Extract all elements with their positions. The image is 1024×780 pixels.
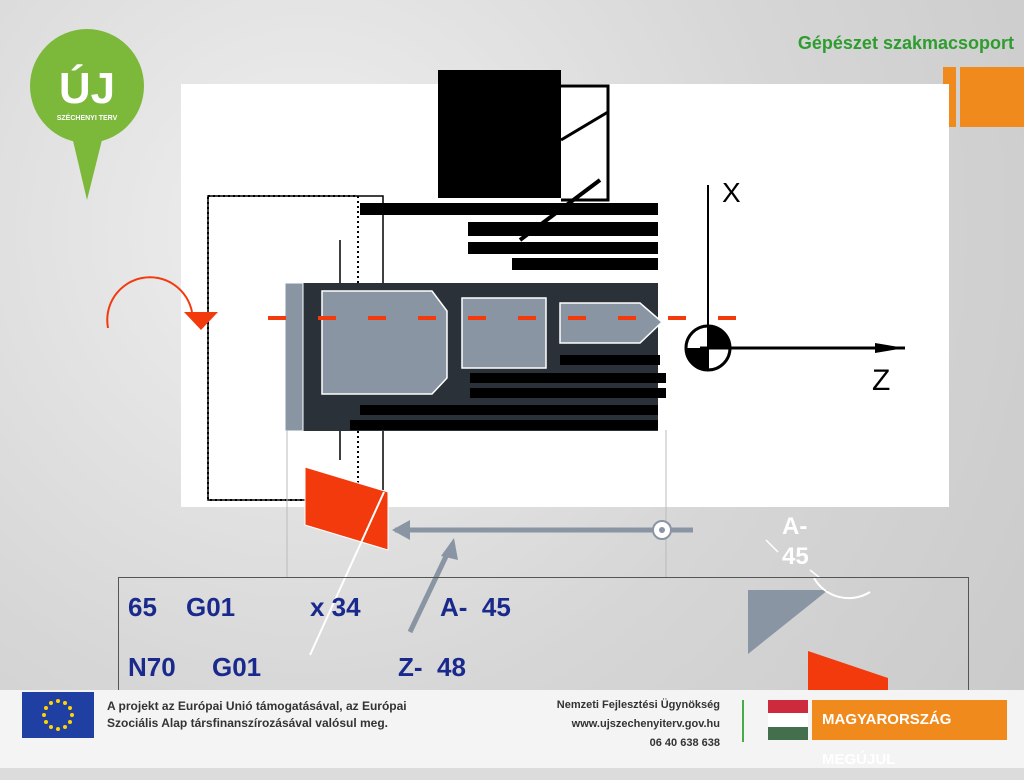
code-line1-n: 65: [128, 592, 157, 622]
code-line1-a: A- 45: [440, 592, 511, 622]
magyarorszag-megujul-banner: MAGYARORSZÁG MEGÚJUL: [812, 700, 1007, 768]
footer-eu-text: A projekt az Európai Unió támogatásával,…: [107, 699, 407, 730]
chamfer-triangle: [748, 590, 828, 654]
workpiece-step-3: [559, 302, 664, 344]
lathe-diagram: X Z: [106, 70, 905, 690]
code-line2-z: Z- 48: [398, 652, 466, 682]
hungary-flag-icon: [768, 700, 808, 740]
footer-phone: 06 40 638 638: [649, 737, 720, 749]
workpiece-step-1: [321, 290, 448, 395]
code-line1-x: x 34: [310, 592, 361, 622]
code-line1-g: G01: [186, 592, 236, 622]
decor-bar: [960, 67, 1024, 127]
tool-bar-4: [512, 258, 658, 270]
cutting-tool-2: [808, 651, 888, 690]
logo-text: ÚJ: [59, 63, 115, 113]
axis-x-label: X: [722, 177, 741, 208]
axis-z-label: Z: [872, 364, 890, 397]
workpiece-step-2: [461, 297, 547, 369]
spindle-marker: [184, 312, 218, 330]
angle-label: A- 45: [782, 513, 809, 570]
footer-agency-text: Nemzeti Fejlesztési Ügynökség www.ujszec…: [540, 696, 720, 753]
rotation-arrow: [106, 276, 193, 329]
footer-website-link[interactable]: www.ujszechenyiterv.gov.hu: [571, 718, 720, 730]
tool-bar-1: [360, 203, 658, 215]
code-line2-n: N70: [128, 652, 176, 682]
tool-holder-outline: [561, 84, 610, 202]
logo-subtext: SZÉCHENYI TERV: [57, 113, 118, 122]
tool-bar-2: [468, 222, 658, 236]
tool-bar-3: [468, 242, 658, 254]
eu-flag-icon: [22, 692, 94, 738]
tool-holder-block: [438, 70, 561, 198]
footer-divider: [742, 700, 744, 742]
page-title: Gépészet szakmacsoport: [797, 33, 1014, 53]
uj-szechenyi-terv-logo: ÚJ SZÉCHENYI TERV: [30, 29, 144, 200]
code-line2-g: G01: [212, 652, 262, 682]
feed-path-diagonal: [407, 546, 453, 634]
